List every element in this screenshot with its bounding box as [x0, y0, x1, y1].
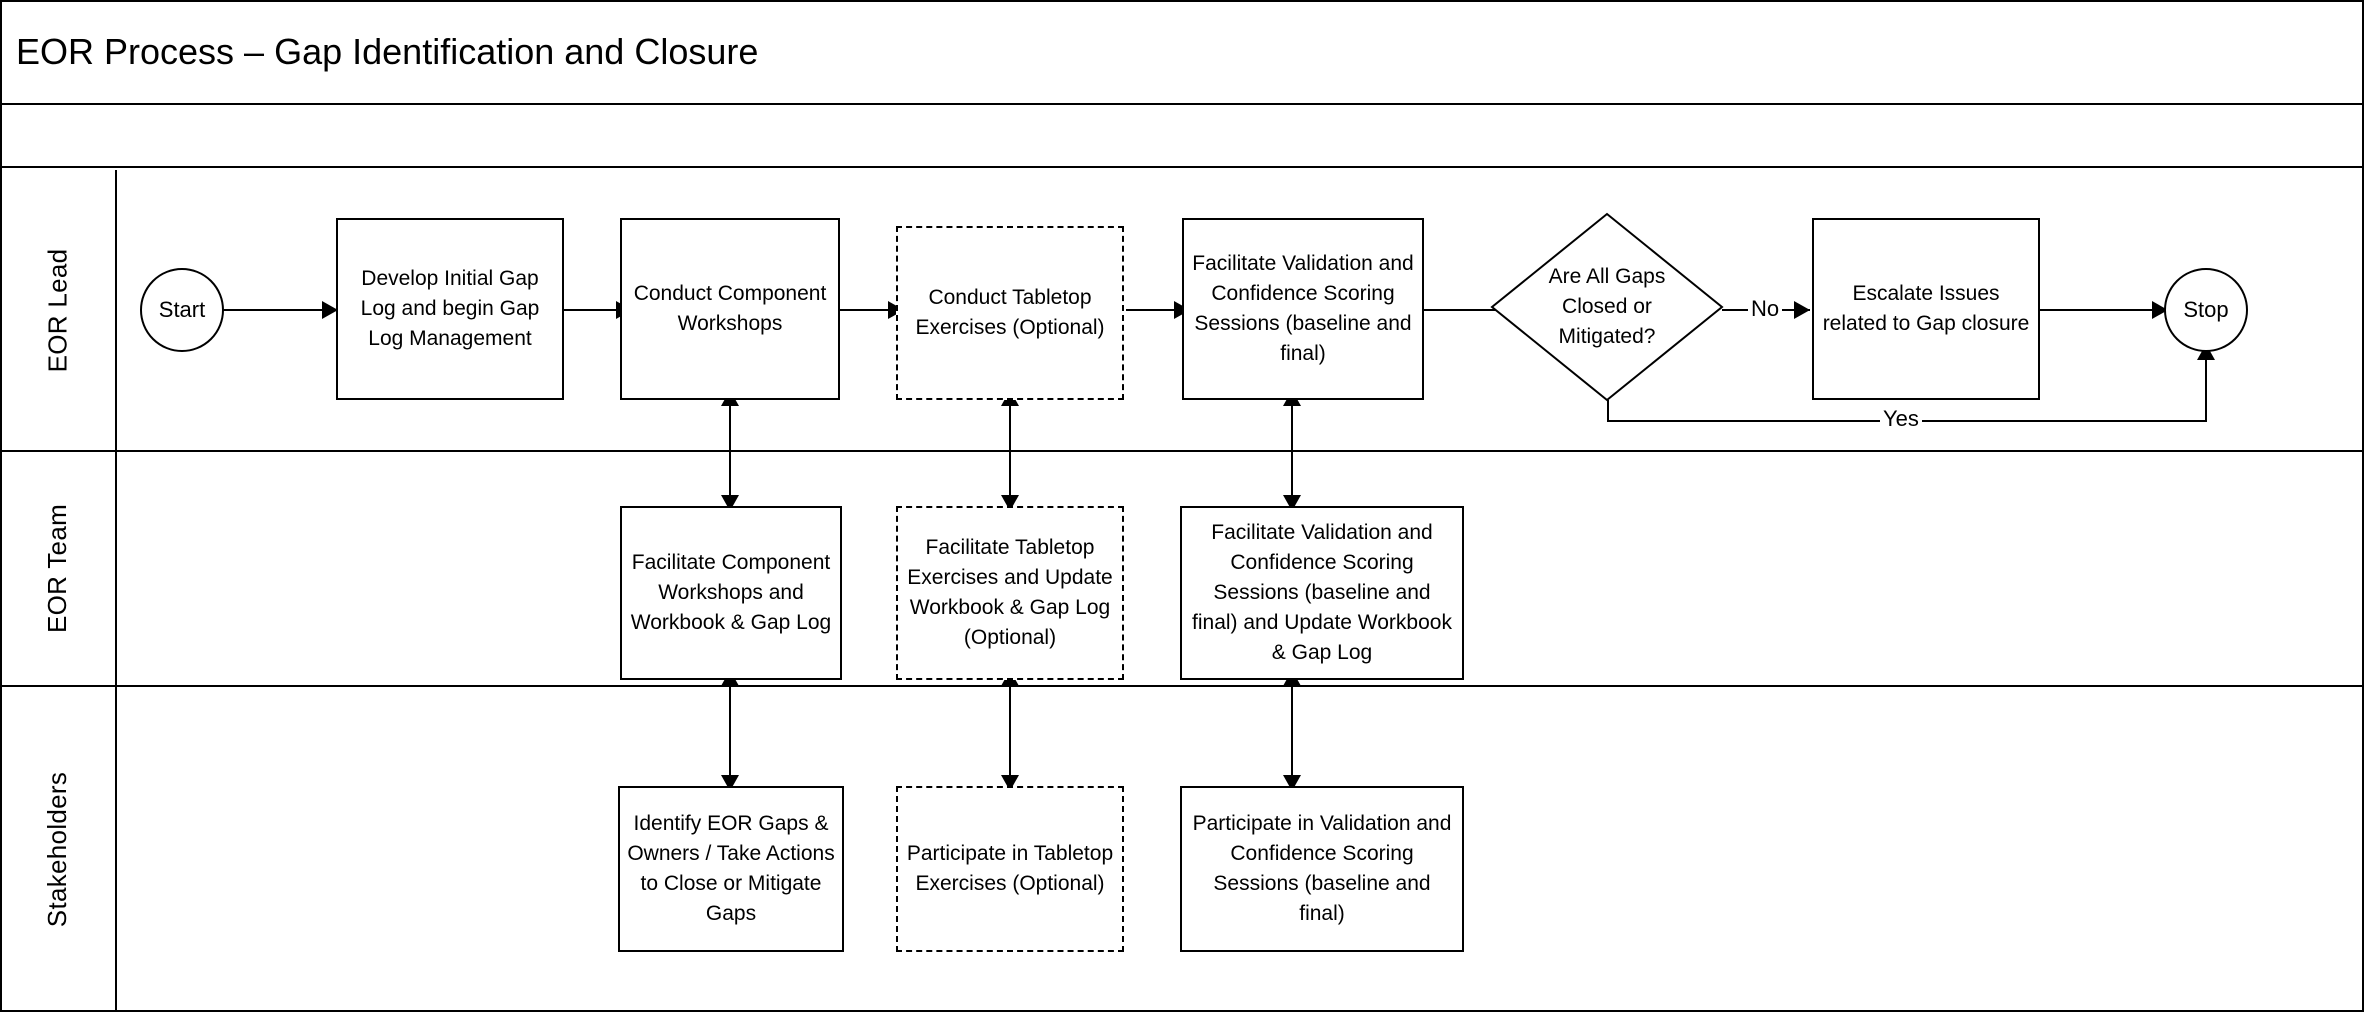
node-facilitate-validation-label: Facilitate Validation and Confidence Sco… [1192, 252, 1414, 365]
edge-lead-team-tabletop [1009, 398, 1011, 508]
lane-label-eor-lead: EOR Lead [0, 170, 115, 450]
edge-team-stk-tabletop [1009, 678, 1011, 788]
edge-workshops-to-tabletop [840, 309, 892, 311]
title-band: EOR Process – Gap Identification and Clo… [0, 0, 2364, 103]
lane-separator-1 [0, 450, 2364, 452]
edge-tabletop-to-validation [1126, 309, 1178, 311]
node-team-validation[interactable]: Facilitate Validation and Confidence Sco… [1180, 506, 1464, 680]
edge-escalate-to-stop [2040, 309, 2160, 311]
lane-label-text: Stakeholders [42, 771, 72, 928]
node-start-label: Start [158, 297, 206, 322]
lane-label-text: EOR Lead [42, 248, 72, 372]
edge-decision-yes-drop [1607, 400, 1609, 422]
node-develop-gap-log[interactable]: Develop Initial Gap Log and begin Gap Lo… [336, 218, 564, 400]
node-team-tabletop-label: Facilitate Tabletop Exercises and Update… [907, 536, 1113, 649]
edge-start-to-develop [220, 309, 324, 311]
node-conduct-component-workshops-label: Conduct Component Workshops [633, 282, 827, 335]
arrowhead-to-escalate [1794, 301, 1810, 319]
node-stk-identify-gaps-label: Identify EOR Gaps & Owners / Take Action… [627, 812, 835, 925]
node-start[interactable]: Start [140, 268, 224, 352]
subheader-band [0, 103, 2364, 168]
edge-lead-team-workshops [729, 398, 731, 508]
node-stk-validation-label: Participate in Validation and Confidence… [1192, 812, 1452, 925]
lane-label-eor-team: EOR Team [0, 452, 115, 685]
node-develop-gap-log-label: Develop Initial Gap Log and begin Gap Lo… [360, 267, 540, 350]
edge-lead-team-validation [1291, 398, 1293, 508]
node-stop-label: Stop [2183, 297, 2229, 322]
node-stop[interactable]: Stop [2164, 268, 2248, 352]
node-team-component-workshops-label: Facilitate Component Workshops and Workb… [630, 551, 832, 634]
edge-team-stk-validation [1291, 678, 1293, 788]
lane-label-divider [115, 170, 117, 1012]
lane-label-stakeholders: Stakeholders [0, 687, 115, 1012]
lane-separator-2 [0, 685, 2364, 687]
edge-label-no: No [1748, 297, 1783, 321]
node-decision-label: Are All Gaps Closed or Mitigated? [1548, 265, 1666, 348]
edge-label-yes: Yes [1880, 407, 1922, 431]
node-decision-all-gaps-closed[interactable]: Are All Gaps Closed or Mitigated? [1490, 212, 1724, 402]
node-stk-tabletop-label: Participate in Tabletop Exercises (Optio… [906, 842, 1114, 895]
swimlane-container [0, 168, 2364, 1012]
node-team-component-workshops[interactable]: Facilitate Component Workshops and Workb… [620, 506, 842, 680]
node-conduct-tabletop[interactable]: Conduct Tabletop Exercises (Optional) [896, 226, 1124, 400]
page-title: EOR Process – Gap Identification and Clo… [16, 31, 759, 72]
node-stk-validation[interactable]: Participate in Validation and Confidence… [1180, 786, 1464, 952]
node-team-validation-label: Facilitate Validation and Confidence Sco… [1192, 521, 1452, 664]
edge-validation-to-decision [1424, 309, 1544, 311]
node-escalate-issues[interactable]: Escalate Issues related to Gap closure [1812, 218, 2040, 400]
node-stk-identify-gaps[interactable]: Identify EOR Gaps & Owners / Take Action… [618, 786, 844, 952]
edge-yes-rise-to-stop [2205, 356, 2207, 420]
edge-team-stk-workshops [729, 678, 731, 788]
arrowhead-to-develop [322, 301, 338, 319]
node-escalate-issues-label: Escalate Issues related to Gap closure [1822, 282, 2030, 335]
diamond-shape [1490, 212, 1724, 402]
node-team-tabletop[interactable]: Facilitate Tabletop Exercises and Update… [896, 506, 1124, 680]
lane-label-text: EOR Team [42, 503, 73, 634]
node-stk-tabletop[interactable]: Participate in Tabletop Exercises (Optio… [896, 786, 1124, 952]
edge-develop-to-workshops [564, 309, 618, 311]
node-conduct-tabletop-label: Conduct Tabletop Exercises (Optional) [915, 286, 1105, 339]
node-facilitate-validation[interactable]: Facilitate Validation and Confidence Sco… [1182, 218, 1424, 400]
node-conduct-component-workshops[interactable]: Conduct Component Workshops [620, 218, 840, 400]
